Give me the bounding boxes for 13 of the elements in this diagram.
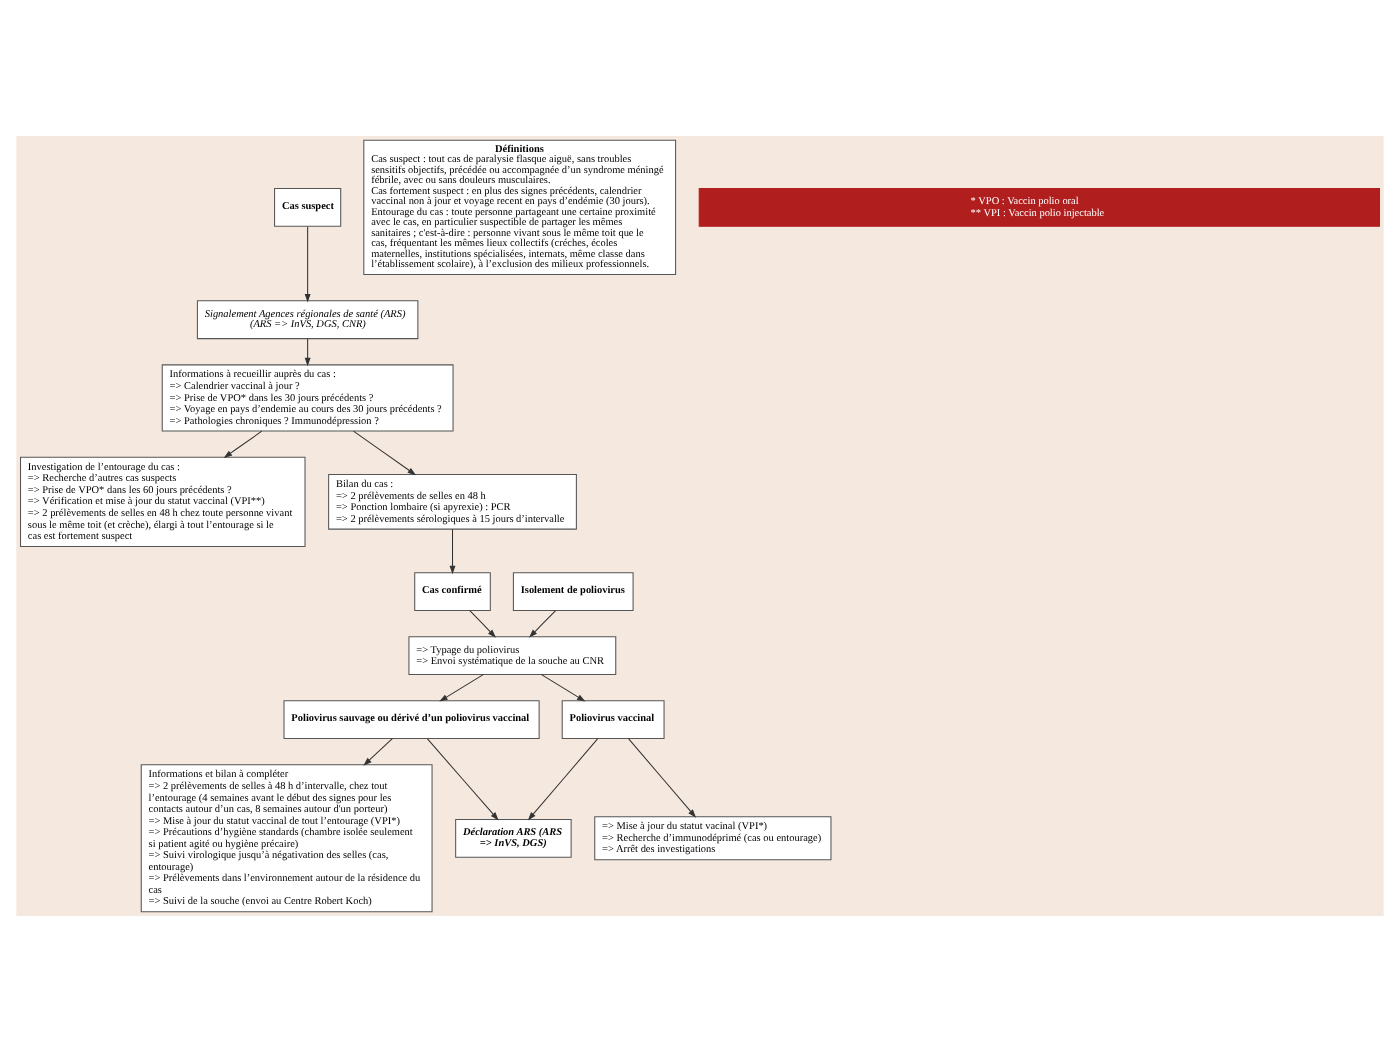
arrow xyxy=(426,737,499,820)
arrow xyxy=(439,673,484,701)
arrow xyxy=(469,609,496,637)
arrow xyxy=(449,527,456,574)
arrow xyxy=(527,737,599,820)
arrow xyxy=(529,609,557,637)
arrow xyxy=(223,429,263,457)
arrow xyxy=(304,337,311,366)
arrow xyxy=(363,737,393,765)
arrow xyxy=(352,429,417,475)
arrow xyxy=(628,737,697,817)
arrow xyxy=(304,225,311,302)
arrow xyxy=(540,673,586,701)
